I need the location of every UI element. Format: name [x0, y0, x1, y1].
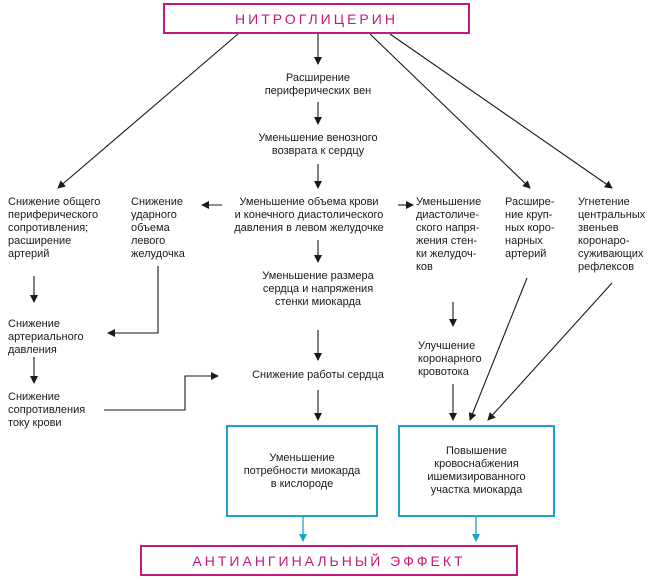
- node-coronary-arteries: Расшире- ние круп- ных коро- нарных арте…: [505, 196, 555, 260]
- node-veins: Расширение периферических вен: [264, 72, 372, 97]
- node-heart-size: Уменьшение размера сердца и напряжения с…: [262, 270, 374, 308]
- node-reflexes: Угнетение центральных звеньев коронаро- …: [578, 196, 646, 273]
- node-heart-work: Снижение работы сердца: [252, 369, 384, 381]
- arrow-title-to-peripheral: [57, 33, 239, 189]
- node-diastolic-tension: Уменьшение диастоличе- ского напря- жени…: [416, 196, 482, 273]
- node-arterial-pressure: Снижение артериального давления: [8, 318, 84, 356]
- arrow-stroke-to-pressure: [107, 266, 159, 337]
- arrow-title-to-coronary-arteries: [369, 33, 531, 189]
- node-venous-return: Уменьшение венозного возврата к сердцу: [258, 132, 378, 157]
- node-flow-resistance: Снижение сопротивления току крови: [8, 391, 86, 429]
- arrow-arteries-to-supply: [468, 277, 528, 421]
- node-coronary-flow: Улучшение коронарного кровотока: [418, 340, 482, 378]
- node-peripheral-resistance: Снижение общего периферического сопротив…: [8, 196, 101, 260]
- title-box: НИТРОГЛИЦЕРИН: [163, 3, 470, 34]
- arrow-reflexes-to-supply: [487, 282, 613, 421]
- node-blood-volume: Уменьшение объема крови и конечного диас…: [234, 196, 384, 234]
- result-box: АНТИАНГИНАЛЬНЫЙ ЭФФЕКТ: [140, 545, 518, 576]
- node-stroke-volume: Снижение ударного объема левого желудочк…: [131, 196, 185, 260]
- arrow-title-to-reflexes: [389, 33, 613, 189]
- arrow-resistance-to-work: [104, 372, 219, 411]
- box-oxygen-demand: Уменьшение потребности миокарда в кислор…: [226, 425, 378, 517]
- box-blood-supply: Повышение кровоснабжения ишемизированног…: [398, 425, 555, 517]
